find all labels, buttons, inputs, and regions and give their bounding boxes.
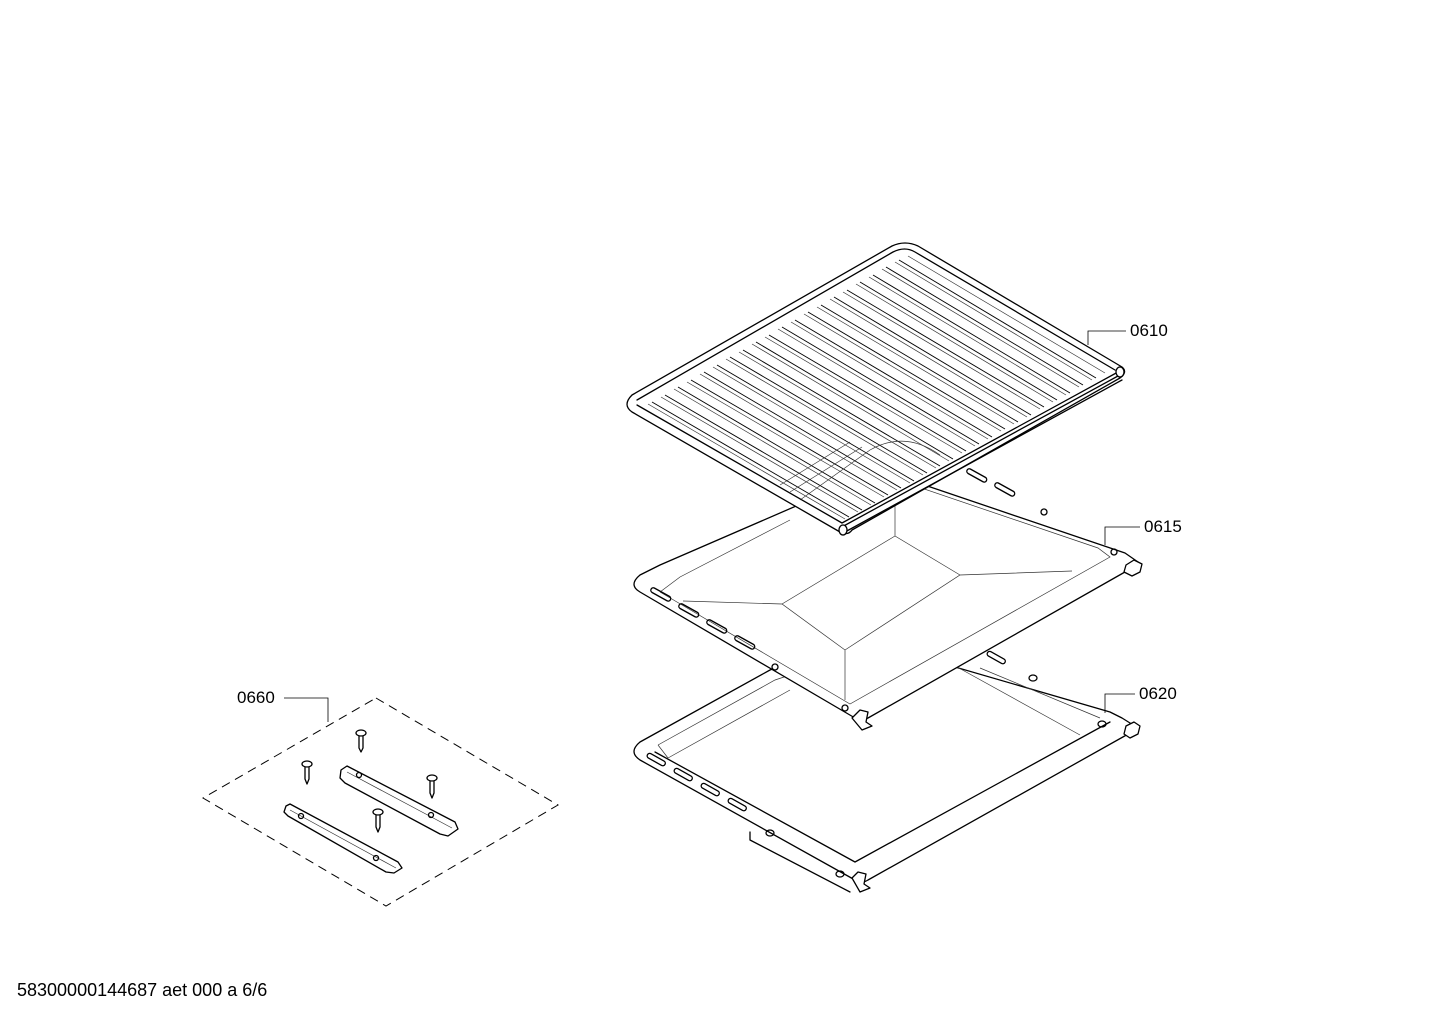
callout-0660[interactable]: 0660 xyxy=(237,688,275,707)
leader-0660 xyxy=(284,697,329,722)
leader-0615 xyxy=(1104,526,1140,545)
callout-0615[interactable]: 0615 xyxy=(1144,517,1182,536)
wire-rack-0610 xyxy=(626,242,1126,536)
baking-tray-0615 xyxy=(633,468,1143,731)
leader-lines xyxy=(284,330,1140,722)
leader-0620 xyxy=(1104,693,1135,713)
callout-0610[interactable]: 0610 xyxy=(1130,321,1168,340)
leader-0610 xyxy=(1087,330,1126,345)
document-id: 58300000144687 aet 000 a 6/6 xyxy=(17,980,268,1000)
rail-kit-0660 xyxy=(202,697,559,907)
callout-0620[interactable]: 0620 xyxy=(1139,684,1177,703)
